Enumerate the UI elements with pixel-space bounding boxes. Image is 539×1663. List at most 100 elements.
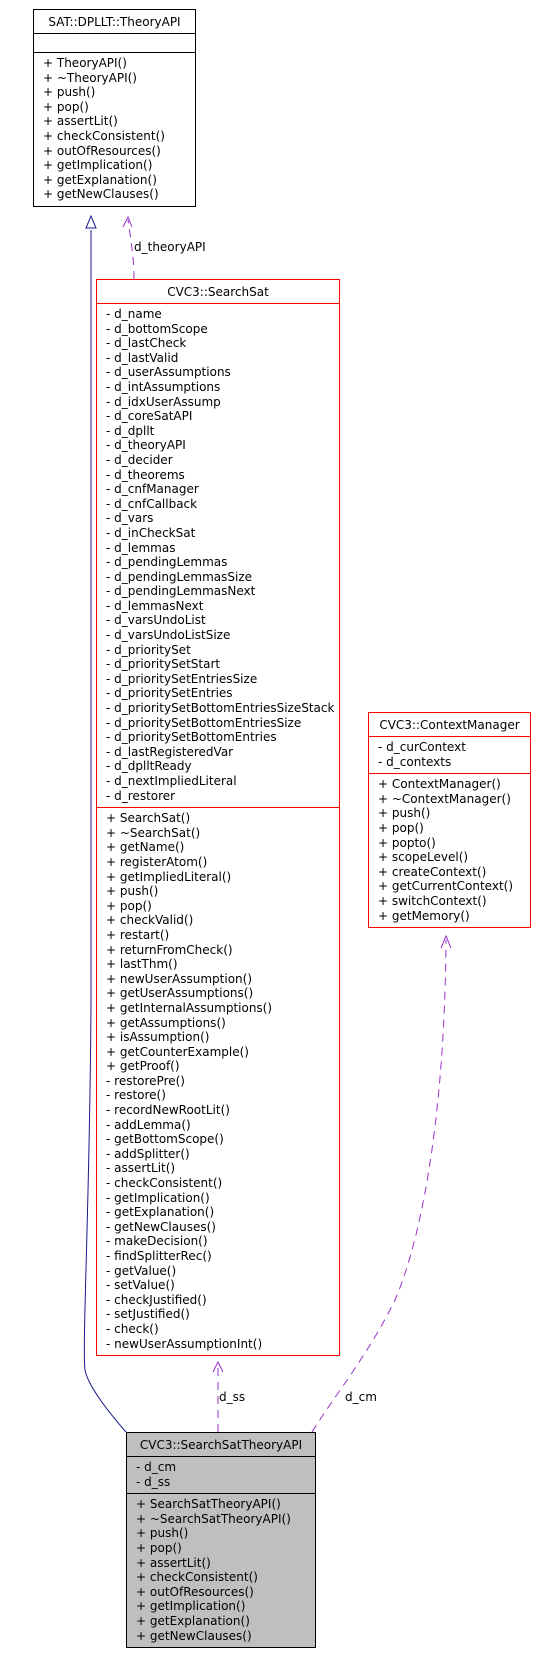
class-attribute: - d_vars bbox=[106, 511, 154, 526]
class-attribute: - d_cm bbox=[136, 1460, 177, 1474]
class-attribute: - d_ss bbox=[136, 1474, 171, 1489]
attribute-list: - d_name- d_bottomScope- d_lastCheck - d_… bbox=[97, 304, 339, 807]
class-attribute: - d_prioritySetBottomEntries bbox=[106, 730, 277, 745]
edge-label-cm: d_cm bbox=[345, 1390, 377, 1404]
class-method: + ~SearchSatTheoryAPI() bbox=[136, 1511, 291, 1526]
class-method: - newUserAssumptionInt() bbox=[106, 1336, 263, 1351]
attribute-list bbox=[34, 34, 195, 52]
class-attribute: - d_varsUndoListSize bbox=[106, 628, 231, 643]
class-method: + isAssumption() bbox=[106, 1030, 210, 1045]
class-attribute: - d_curContext bbox=[378, 740, 466, 754]
class-method: + ~TheoryAPI() bbox=[43, 70, 137, 85]
divider bbox=[34, 33, 195, 34]
class-method: + outOfResources() bbox=[43, 143, 161, 158]
divider bbox=[97, 807, 339, 809]
class-method: + TheoryAPI() bbox=[43, 56, 127, 70]
edge-label-theoryapi: d_theoryAPI bbox=[134, 240, 206, 254]
class-method: + switchContext() bbox=[378, 893, 487, 908]
class-method: - getImplication() bbox=[106, 1190, 210, 1205]
class-method: - check() bbox=[106, 1321, 159, 1336]
class-attribute: - d_coreSatAPI bbox=[106, 409, 193, 424]
class-method: + returnFromCheck() bbox=[106, 942, 233, 957]
class-attribute: - d_lastCheck bbox=[106, 336, 187, 351]
class-method: + getMemory() bbox=[378, 908, 470, 923]
class-method: + createContext() bbox=[378, 864, 487, 879]
method-list: + SearchSat()+ ~SearchSat()+ getName()+ … bbox=[97, 808, 339, 1355]
class-attribute: - d_lemmas bbox=[106, 540, 176, 555]
class-method: - getExplanation() bbox=[106, 1205, 215, 1220]
class-method: + checkConsistent() bbox=[43, 128, 165, 143]
method-list: + TheoryAPI()+ ~TheoryAPI()+ push()+ pop… bbox=[34, 53, 195, 206]
class-attribute: - d_cnfManager bbox=[106, 482, 199, 497]
class-attribute: - d_varsUndoList bbox=[106, 613, 206, 628]
class-method: + getImplication() bbox=[136, 1599, 246, 1614]
class-method: + getInternalAssumptions() bbox=[106, 1000, 273, 1015]
class-method: + ContextManager() bbox=[378, 777, 501, 792]
class-attribute: - d_prioritySetBottomEntriesSizeStack bbox=[106, 701, 335, 716]
class-method: + lastThm() bbox=[106, 957, 178, 972]
usage-arrowhead-theoryapi bbox=[122, 215, 133, 228]
class-method: - setValue() bbox=[106, 1278, 175, 1293]
class-title: CVC3::SearchSat bbox=[167, 285, 269, 299]
class-method: - getValue() bbox=[106, 1263, 177, 1278]
class-method: - findSplitterRec() bbox=[106, 1249, 212, 1263]
class-method: + pop() bbox=[43, 99, 89, 114]
class-method: + ~SearchSat() bbox=[106, 825, 201, 840]
inheritance-edge bbox=[83, 230, 127, 1433]
class-attribute: - d_inCheckSat bbox=[106, 525, 196, 540]
class-method: + newUserAssumption() bbox=[106, 971, 252, 986]
divider bbox=[369, 736, 530, 737]
class-method: + push() bbox=[106, 884, 159, 899]
class-attribute: - d_prioritySet bbox=[106, 642, 191, 657]
class-attribute: - d_userAssumptions bbox=[106, 365, 231, 380]
class-method: + getName() bbox=[106, 840, 185, 855]
class-method: + ~ContextManager() bbox=[378, 791, 511, 806]
class-searchsat: CVC3::SearchSat - d_name- d_bottomScope-… bbox=[96, 279, 340, 1357]
method-list: + SearchSatTheoryAPI()+ ~SearchSatTheory… bbox=[127, 1494, 315, 1647]
class-method: + popto() bbox=[378, 835, 436, 850]
edge-label-ss: d_ss bbox=[219, 1390, 246, 1404]
class-method: + getAssumptions() bbox=[106, 1015, 226, 1030]
divider bbox=[34, 52, 195, 53]
class-method: + getNewClauses() bbox=[43, 187, 159, 202]
class-attribute: - d_bottomScope bbox=[106, 321, 208, 336]
class-attribute: - d_prioritySetStart bbox=[106, 657, 221, 672]
class-attribute: - d_pendingLemmas bbox=[106, 555, 228, 570]
class-method: - checkJustified() bbox=[106, 1292, 207, 1307]
class-title: CVC3::SearchSatTheoryAPI bbox=[139, 1438, 303, 1452]
class-method: + getNewClauses() bbox=[136, 1628, 252, 1643]
class-attribute: - d_theorems bbox=[106, 467, 185, 482]
class-method: + pop() bbox=[136, 1540, 182, 1555]
class-attribute: - d_pendingLemmasNext bbox=[106, 584, 256, 599]
usage-edge-theoryapi bbox=[127, 219, 135, 280]
class-attribute: - d_decider bbox=[106, 452, 173, 467]
class-method: + getExplanation() bbox=[43, 172, 157, 187]
class-method: - checkConsistent() bbox=[106, 1176, 223, 1191]
class-attribute: - d_dplltReady bbox=[106, 759, 192, 774]
class-attribute: - d_name bbox=[106, 307, 162, 321]
class-method: - restorePre() bbox=[106, 1073, 185, 1088]
class-method: + getProof() bbox=[106, 1059, 180, 1074]
divider bbox=[97, 303, 339, 304]
class-method: + getImpliedLiteral() bbox=[106, 869, 232, 884]
class-method: + getCurrentContext() bbox=[378, 879, 514, 894]
class-method: + getUserAssumptions() bbox=[106, 986, 254, 1001]
class-method: + getCounterExample() bbox=[106, 1044, 249, 1059]
class-method: + push() bbox=[378, 806, 431, 821]
class-attribute: - d_prioritySetEntriesSize bbox=[106, 671, 258, 686]
class-method: - makeDecision() bbox=[106, 1234, 208, 1249]
class-method: + getImplication() bbox=[43, 158, 153, 173]
class-attribute: - d_restorer bbox=[106, 788, 176, 803]
class-method: + outOfResources() bbox=[136, 1584, 254, 1599]
class-attribute: - d_cnfCallback bbox=[106, 496, 198, 511]
class-attribute: - d_prioritySetBottomEntriesSize bbox=[106, 715, 302, 730]
divider bbox=[369, 773, 530, 775]
usage-edge-cm bbox=[311, 939, 447, 1433]
class-attribute: - d_lemmasNext bbox=[106, 598, 204, 613]
class-method: + assertLit() bbox=[136, 1555, 211, 1570]
class-method: + pop() bbox=[378, 820, 424, 835]
divider bbox=[127, 1493, 315, 1495]
class-attribute: - d_nextImpliedLiteral bbox=[106, 774, 237, 788]
class-attribute: - d_intAssumptions bbox=[106, 379, 221, 394]
